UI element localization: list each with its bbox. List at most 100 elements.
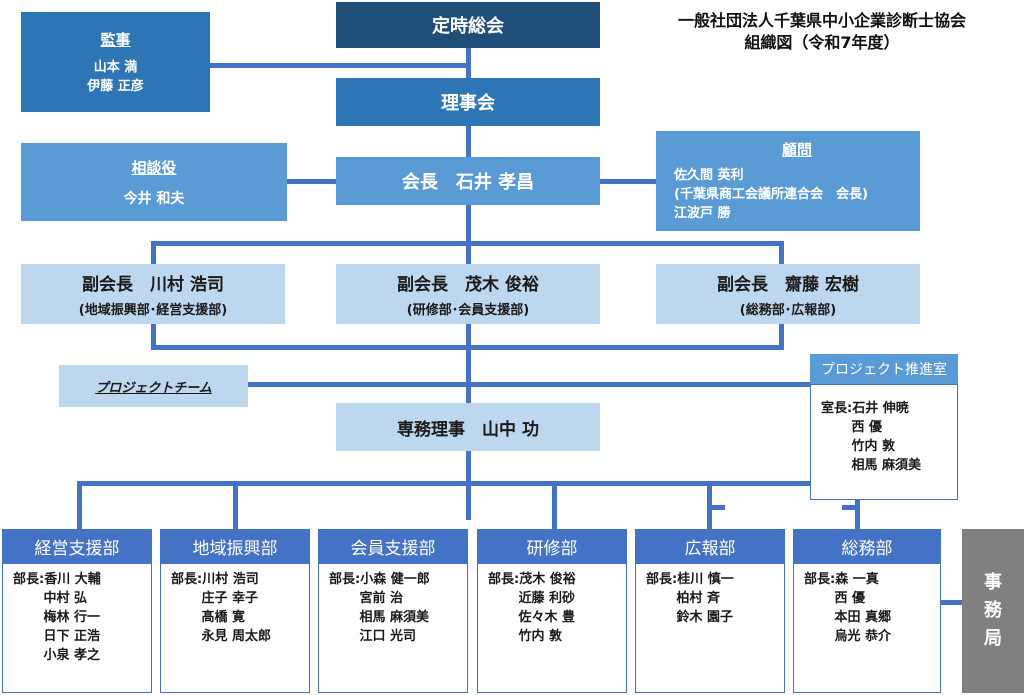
dept-4-name: 研修部 [526, 538, 578, 559]
project-office-line-1: 室長:石井 伸暁 [821, 401, 909, 416]
executive-director-name: 専務理事 山中 功 [397, 419, 539, 440]
connector-project [248, 382, 810, 387]
dept-6-body: 部長:森 一真 西 優 本田 真郷 烏光 恭介 [793, 563, 941, 693]
consult-advisor-label: 相談役 [131, 158, 177, 177]
connector-vp-bottom [151, 345, 784, 350]
vice-president-3-box: 副会長 齋藤 宏樹 (総務部･広報部) [656, 264, 920, 324]
page-title: 一般社団法人千葉県中小企業診断士協会 組織図（令和7年度） [620, 10, 1024, 54]
dept-6-name: 総務部 [841, 538, 893, 559]
dept-6-member-3: 本田 真郷 [804, 610, 892, 625]
auditor-member-2: 伊藤 正彦 [87, 78, 144, 94]
dept-4-header: 研修部 [477, 529, 627, 563]
connector-secretariat [940, 600, 962, 605]
connector-vp-left-drop [151, 241, 156, 265]
consult-advisor-name: 今井 和夫 [123, 190, 185, 207]
executive-director-box: 専務理事 山中 功 [336, 403, 600, 451]
dept-1-member-5: 小泉 孝之 [13, 648, 101, 663]
vice-president-2-box: 副会長 茂木 俊裕 (研修部･会員支援部) [336, 264, 600, 324]
project-office-label: プロジェクト推進室 [821, 362, 947, 378]
dept-1-member-3: 梅林 行一 [13, 610, 101, 625]
connector-vp-right-rise [779, 324, 784, 348]
dept-5-member-2: 柏村 斉 [646, 591, 721, 606]
dept-1-header: 経営支援部 [2, 529, 152, 563]
dept-1-member-2: 中村 弘 [13, 591, 88, 606]
dept-2-member-4: 永見 周太郎 [171, 629, 272, 644]
counselor-box: 顧問 佐久間 英利 (千葉県商工会議所連合会 会長) 江波戸 勝 [656, 131, 920, 231]
dept-3-name: 会員支援部 [350, 538, 436, 559]
connector-consult [287, 179, 347, 184]
connector-dept-drop-4 [552, 481, 557, 529]
dept-4-member-1: 部長:茂木 俊裕 [488, 572, 576, 587]
secretariat-char-1: 事 [984, 572, 1002, 593]
board-label: 理事会 [441, 93, 495, 114]
dept-3-member-3: 相馬 麻須美 [329, 610, 430, 625]
dept-1-name: 経営支援部 [34, 538, 120, 559]
general-meeting-box: 定時総会 [336, 2, 600, 48]
project-office-body: 室長:石井 伸暁 西 優 竹内 敦 相馬 麻須美 [810, 384, 958, 500]
dept-3-member-2: 宮前 治 [329, 591, 404, 606]
vice-president-3-dept: (総務部･広報部) [739, 303, 837, 318]
president-name: 会長 石井 孝昌 [401, 172, 535, 193]
auditor-box: 監事 山本 満 伊藤 正彦 [21, 12, 210, 112]
connector-counselor [600, 179, 656, 184]
connector-vp-left-rise [151, 324, 156, 348]
president-box: 会長 石井 孝昌 [336, 157, 600, 205]
project-office-header: プロジェクト推進室 [810, 354, 958, 384]
connector-dept-notch-l [707, 505, 725, 510]
counselor-line-3: 江波戸 勝 [674, 206, 731, 221]
dept-5-member-3: 鈴木 園子 [646, 610, 734, 625]
general-meeting-label: 定時総会 [432, 16, 504, 37]
project-office-line-3: 竹内 敦 [821, 439, 896, 454]
dept-4-member-2: 近藤 利砂 [488, 591, 576, 606]
dept-2-member-2: 庄子 幸子 [171, 591, 259, 606]
secretariat-box: 事 務 局 [962, 529, 1024, 693]
dept-3-member-1: 部長:小森 健一郎 [329, 572, 430, 587]
dept-2-name: 地域振興部 [192, 538, 278, 559]
vice-president-1-box: 副会長 川村 浩司 (地域振興部･経営支援部) [21, 264, 285, 324]
dept-6-member-2: 西 優 [804, 591, 866, 606]
dept-5-name: 広報部 [684, 538, 736, 559]
dept-1-body: 部長:香川 大輔 中村 弘 梅林 行一 日下 正浩 小泉 孝之 [2, 563, 152, 693]
page-title-line1: 一般社団法人千葉県中小企業診断士協会 [677, 11, 966, 30]
connector-dept-bus [77, 481, 860, 486]
dept-1-member-1: 部長:香川 大輔 [13, 572, 101, 587]
board-box: 理事会 [336, 78, 600, 126]
secretariat-char-2: 務 [984, 600, 1002, 621]
project-office-line-2: 西 優 [821, 420, 883, 435]
dept-5-member-1: 部長:桂川 慎一 [646, 572, 734, 587]
dept-2-member-3: 髙橋 寛 [171, 610, 246, 625]
vice-president-1-dept: (地域振興部･経営支援部) [78, 303, 228, 318]
secretariat-char-3: 局 [984, 628, 1002, 649]
project-team-label: プロジェクトチーム [95, 380, 212, 396]
dept-3-member-4: 江口 光司 [329, 629, 417, 644]
project-office-line-4: 相馬 麻須美 [821, 458, 922, 473]
vice-president-2-dept: (研修部･会員支援部) [406, 303, 530, 318]
counselor-label: 顧問 [781, 141, 812, 159]
dept-4-body: 部長:茂木 俊裕 近藤 利砂 佐々木 豊 竹内 敦 [477, 563, 627, 693]
dept-3-body: 部長:小森 健一郎 宮前 治 相馬 麻須美 江口 光司 [318, 563, 468, 693]
connector-vp-top [151, 241, 784, 246]
dept-1-member-4: 日下 正浩 [13, 629, 101, 644]
connector-dept-notch-r [842, 505, 860, 510]
dept-6-member-1: 部長:森 一真 [804, 572, 879, 587]
counselor-line-2: (千葉県商工会議所連合会 会長) [674, 187, 868, 202]
auditor-member-1: 山本 満 [93, 59, 138, 75]
vice-president-1-name: 副会長 川村 浩司 [82, 275, 224, 295]
connector-auditor [210, 63, 470, 68]
vice-president-3-name: 副会長 齋藤 宏樹 [717, 275, 859, 295]
consult-advisor-box: 相談役 今井 和夫 [21, 143, 287, 221]
dept-4-member-3: 佐々木 豊 [488, 610, 576, 625]
page-title-line2: 組織図（令和7年度） [744, 33, 900, 52]
dept-5-body: 部長:桂川 慎一 柏村 斉 鈴木 園子 [635, 563, 785, 693]
dept-6-header: 総務部 [793, 529, 941, 563]
dept-2-member-1: 部長:川村 浩司 [171, 572, 259, 587]
connector-vp-right-drop [779, 241, 784, 265]
auditor-label: 監事 [100, 30, 131, 49]
dept-2-body: 部長:川村 浩司 庄子 幸子 髙橋 寛 永見 周太郎 [160, 563, 310, 693]
connector-dept-drop-2 [233, 481, 238, 529]
dept-3-header: 会員支援部 [318, 529, 468, 563]
dept-5-header: 広報部 [635, 529, 785, 563]
dept-6-member-4: 烏光 恭介 [804, 629, 892, 644]
vice-president-2-name: 副会長 茂木 俊裕 [397, 275, 539, 295]
dept-2-header: 地域振興部 [160, 529, 310, 563]
